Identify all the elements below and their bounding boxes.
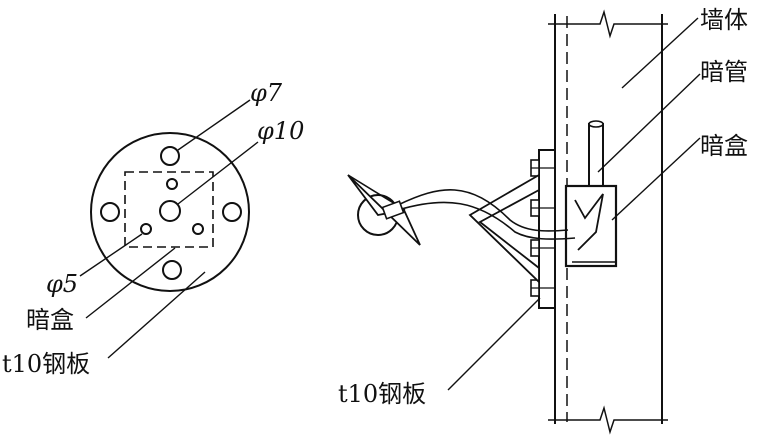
hole-phi5-left	[140, 223, 152, 235]
lamp-neck	[381, 200, 405, 220]
leader-phi7	[177, 99, 251, 151]
hole-phi7-left	[100, 202, 120, 222]
leader-plate-left	[107, 271, 206, 359]
label-phi5: φ5	[46, 270, 78, 298]
dark-box-wiring	[574, 193, 604, 251]
conduit-pipe-top	[588, 120, 604, 128]
hole-phi7-right	[222, 202, 242, 222]
hole-phi5-upper	[166, 178, 178, 190]
label-phi7: φ7	[250, 79, 283, 107]
dark-box-outline-dashed	[124, 171, 214, 248]
wall-section	[347, 9, 701, 435]
leader-phi10	[177, 141, 259, 205]
cable-lower	[397, 201, 576, 240]
label-anguan: 暗管	[700, 58, 748, 86]
label-phi10: φ10	[257, 117, 304, 145]
leader-anguan	[597, 73, 701, 173]
steel-plate-front-view	[79, 99, 259, 359]
wall-break-top	[548, 9, 668, 39]
label-plate-right: t10钢板	[338, 380, 426, 408]
label-anhe-right: 暗盒	[700, 132, 748, 160]
steel-plate-disc	[90, 132, 250, 292]
hole-phi7-bottom	[162, 260, 182, 280]
leader-phi5	[79, 233, 143, 277]
label-anhe-left: 暗盒	[26, 306, 74, 334]
bracket-arm-edge	[469, 214, 540, 283]
wall-break-bottom	[548, 405, 668, 435]
cable-upper	[397, 189, 569, 232]
hole-phi7-top	[160, 146, 180, 166]
leader-anhe-right	[611, 137, 701, 221]
leader-wall	[621, 17, 699, 89]
label-wall: 墙体	[700, 6, 748, 34]
hole-phi5-right	[192, 223, 204, 235]
leader-anhe-left	[85, 247, 176, 319]
conduit-pipe	[588, 123, 604, 189]
hole-phi10-center	[159, 200, 181, 222]
dark-box	[564, 184, 618, 268]
label-plate-left: t10钢板	[2, 350, 90, 378]
leader-plate-right	[447, 297, 541, 391]
embedded-steel-plate	[538, 149, 556, 309]
